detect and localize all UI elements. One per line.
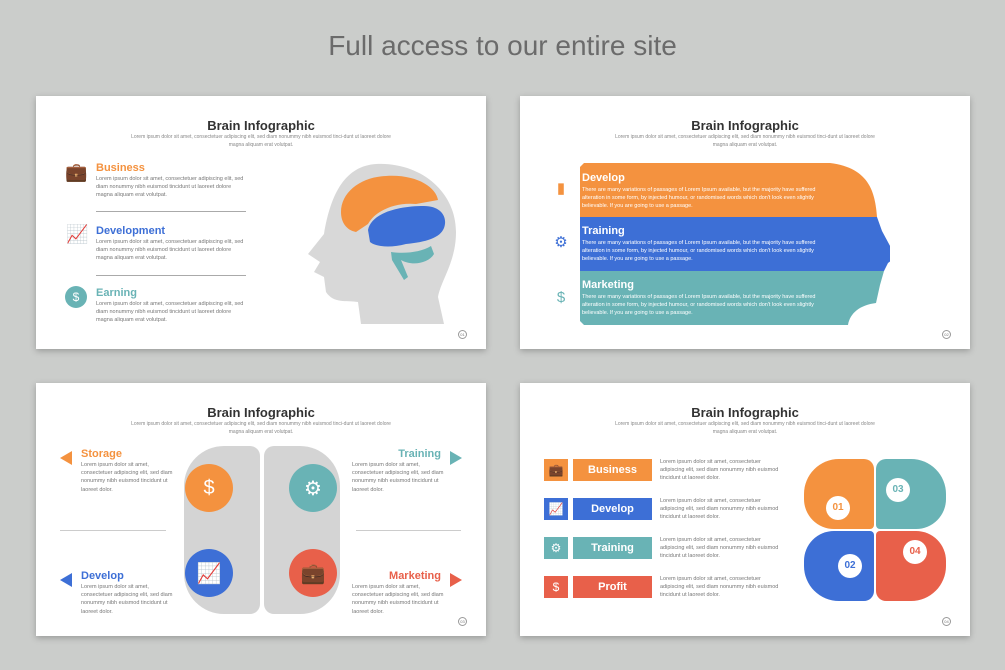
- item-body: Lorem ipsum dolor sit amet, consectetuer…: [81, 462, 173, 493]
- coins-icon: $: [544, 576, 568, 598]
- page-number: 01: [458, 330, 467, 339]
- coins-icon: $: [185, 464, 233, 512]
- page-number: 02: [942, 330, 951, 339]
- page-number: 03: [458, 617, 467, 626]
- piece-label: 03: [886, 478, 910, 502]
- item-heading: Earning: [96, 287, 137, 299]
- head-brain-illustration: [308, 163, 456, 324]
- slide-title: Brain Infographic: [207, 118, 315, 133]
- label-profit: Profit: [573, 576, 652, 598]
- briefcase-icon: 💼: [544, 459, 568, 481]
- arrow-left-icon: [60, 573, 72, 587]
- slide-1[interactable]: Brain Infographic Lorem ipsum dolor sit …: [36, 96, 486, 349]
- slide-title: Brain Infographic: [691, 405, 799, 420]
- slide-subtitle: Lorem ipsum dolor sit amet, consectetuer…: [615, 134, 875, 148]
- band-body: There are many variations of passages of…: [582, 294, 816, 317]
- band-body: There are many variations of passages of…: [582, 240, 816, 263]
- band-heading: Marketing: [582, 279, 634, 291]
- chart-icon: 📈: [185, 549, 233, 597]
- item-heading: Training: [398, 448, 441, 460]
- slide-subtitle: Lorem ipsum dolor sit amet, consectetuer…: [615, 421, 875, 435]
- gears-icon: ⚙: [546, 227, 576, 257]
- arrow-right-icon: [450, 451, 462, 465]
- divider: [60, 530, 166, 531]
- item-body: Lorem ipsum dolor sit amet, consectetuer…: [660, 459, 779, 482]
- item-body: Lorem ipsum dolor sit amet, consectetuer…: [96, 239, 244, 262]
- item-body: Lorem ipsum dolor sit amet, consectetuer…: [96, 176, 244, 199]
- head-bands: [580, 163, 890, 325]
- slide-title: Brain Infographic: [207, 405, 315, 420]
- divider: [96, 211, 246, 212]
- gears-icon: ⚙: [544, 537, 568, 559]
- arrow-left-icon: [60, 451, 72, 465]
- item-body: Lorem ipsum dolor sit amet, consectetuer…: [96, 301, 244, 324]
- slide-4[interactable]: Brain Infographic Lorem ipsum dolor sit …: [520, 383, 970, 636]
- item-body: Lorem ipsum dolor sit amet, consectetuer…: [660, 498, 779, 521]
- coins-icon: $: [65, 286, 87, 308]
- item-heading: Development: [96, 225, 166, 237]
- slide-title: Brain Infographic: [691, 118, 799, 133]
- gears-icon: ⚙: [289, 464, 337, 512]
- slide-3[interactable]: Brain Infographic Lorem ipsum dolor sit …: [36, 383, 486, 636]
- band-heading: Training: [582, 225, 625, 237]
- label-develop: Develop: [573, 498, 652, 520]
- slide-subtitle: Lorem ipsum dolor sit amet, consectetuer…: [131, 134, 391, 148]
- band-body: There are many variations of passages of…: [582, 187, 816, 210]
- piece-label: 04: [903, 540, 927, 564]
- piece-label: 01: [826, 496, 850, 520]
- label-business: Business: [573, 459, 652, 481]
- briefcase-icon: 💼: [65, 162, 88, 182]
- piece-label: 02: [838, 554, 862, 578]
- briefcase-icon: 💼: [289, 549, 337, 597]
- chart-icon: 📈: [544, 498, 568, 520]
- chart-icon: 📈: [66, 224, 89, 244]
- bar-chart-icon: ▮: [546, 173, 576, 203]
- divider: [96, 275, 246, 276]
- item-heading: Storage: [81, 448, 122, 460]
- item-heading: Marketing: [389, 570, 441, 582]
- slide-subtitle: Lorem ipsum dolor sit amet, consectetuer…: [131, 421, 391, 435]
- item-heading: Business: [96, 162, 145, 174]
- arrow-right-icon: [450, 573, 462, 587]
- page-number: 04: [942, 617, 951, 626]
- band-heading: Develop: [582, 172, 625, 184]
- item-body: Lorem ipsum dolor sit amet, consectetuer…: [81, 584, 173, 615]
- coins-icon: $: [546, 282, 576, 312]
- item-heading: Develop: [81, 570, 124, 582]
- page-header: Full access to our entire site: [328, 30, 677, 61]
- label-training: Training: [573, 537, 652, 559]
- divider: [356, 530, 461, 531]
- item-body: Lorem ipsum dolor sit amet, consectetuer…: [352, 584, 444, 615]
- slide-2[interactable]: Brain Infographic Lorem ipsum dolor sit …: [520, 96, 970, 349]
- item-body: Lorem ipsum dolor sit amet, consectetuer…: [352, 462, 444, 493]
- item-body: Lorem ipsum dolor sit amet, consectetuer…: [660, 576, 779, 599]
- item-body: Lorem ipsum dolor sit amet, consectetuer…: [660, 537, 779, 560]
